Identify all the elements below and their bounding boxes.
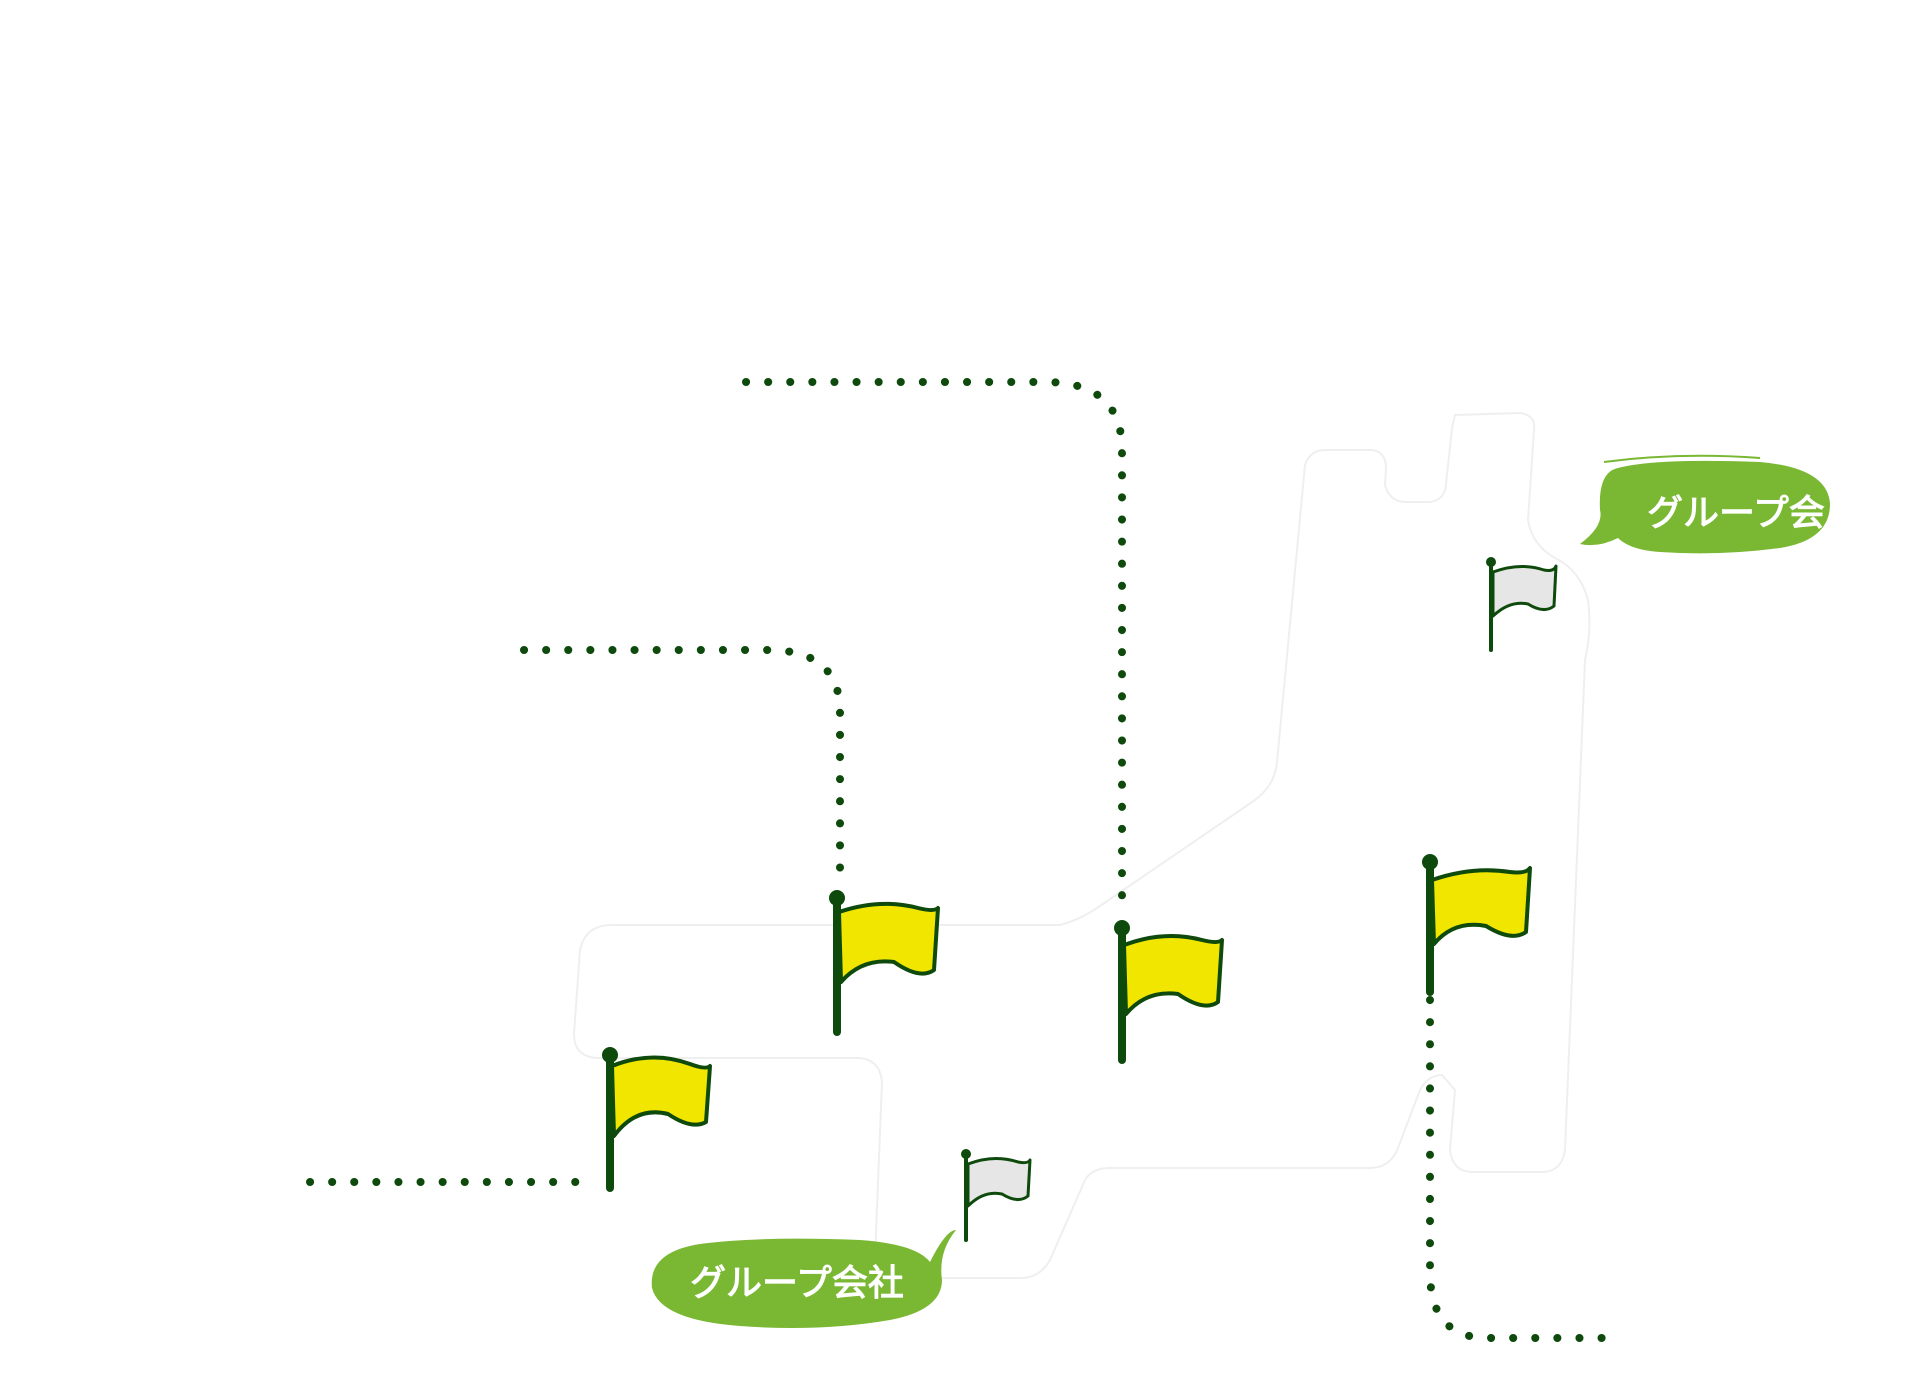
group-company-bubble-bottom: グループ会社 xyxy=(651,1230,956,1328)
flag-center xyxy=(1114,920,1224,1064)
flag-group-top-right xyxy=(1486,557,1558,652)
region-outline-main xyxy=(572,411,1591,1279)
route-line-center xyxy=(742,378,1126,920)
route-line-center-left xyxy=(520,646,844,889)
region-outlines xyxy=(572,411,1591,1279)
route-lines xyxy=(306,378,1626,1342)
group-company-label-top-right: グループ会 xyxy=(1647,493,1825,534)
flag-right xyxy=(1422,854,1532,996)
flag-center-left xyxy=(829,890,940,1036)
flag-group-bottom xyxy=(961,1149,1032,1242)
flag-left-low xyxy=(602,1047,712,1192)
group-company-label-bottom: グループ会社 xyxy=(690,1263,904,1304)
group-company-bubble-top-right: グループ会 xyxy=(1580,454,1830,554)
